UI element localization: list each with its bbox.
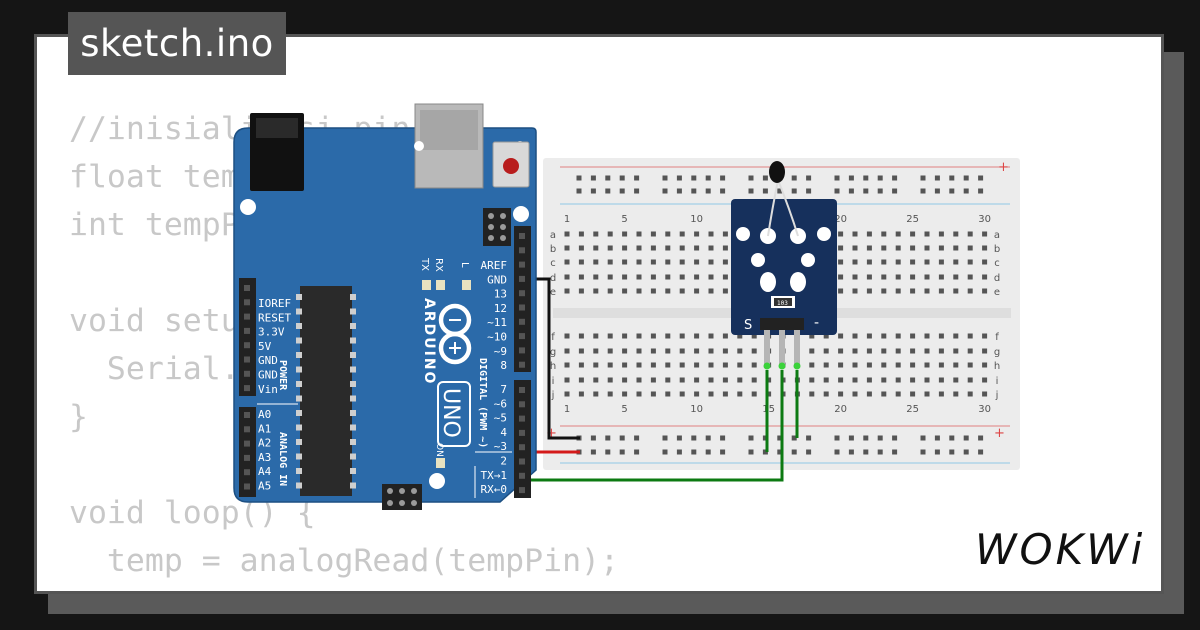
column-number: 30 xyxy=(978,214,991,225)
power-pin-label: GND xyxy=(258,354,278,367)
power-pin-label: Vin xyxy=(258,383,278,396)
digital-pin-label: 7 xyxy=(500,383,507,396)
row-letter: f xyxy=(995,332,999,343)
digital-pin-label: 13 xyxy=(494,288,507,301)
digital-section-label: DIGITAL (PWM ~) xyxy=(477,358,488,448)
digital-pin-label: GND xyxy=(487,273,507,286)
led-rx-label: RX xyxy=(433,258,444,272)
power-section-label: POWER xyxy=(277,360,288,391)
digital-pin-label: ~11 xyxy=(487,316,507,329)
row-letter: d xyxy=(550,273,556,284)
column-number: 15 xyxy=(762,404,775,415)
analog-pin-label: A4 xyxy=(258,465,272,478)
row-letter: j xyxy=(995,390,999,401)
digital-pin-label: RX←0 xyxy=(481,483,508,496)
power-pin-label: 5V xyxy=(258,340,272,353)
file-tab[interactable]: sketch.ino xyxy=(68,12,286,75)
row-letter: i xyxy=(552,376,555,387)
analog-pin-label: A1 xyxy=(258,422,271,435)
analog-pin-label: A2 xyxy=(258,437,271,450)
row-letter: f xyxy=(551,332,555,343)
power-pin-label: IOREF xyxy=(258,297,291,310)
row-letter: e xyxy=(994,287,1000,298)
column-number: 10 xyxy=(690,404,703,415)
row-letter: h xyxy=(994,361,1000,372)
breadboard-labels: 115510101515202025253030aabbccddeeffgghh… xyxy=(550,214,1000,415)
row-letter: j xyxy=(551,390,555,401)
code-line: Serial. xyxy=(69,351,240,387)
digital-pin-label: ~10 xyxy=(487,331,507,344)
digital-pin-label: ~5 xyxy=(494,412,507,425)
analog-pin-label: A3 xyxy=(258,451,271,464)
digital-pin-label: ~3 xyxy=(494,440,507,453)
digital-pin-label: AREF xyxy=(481,259,508,272)
sensor-pin-s-label: S xyxy=(744,318,752,333)
file-tab-label: sketch.ino xyxy=(80,22,274,65)
row-letter: a xyxy=(550,230,556,241)
arduino-brand: ARDUINO xyxy=(421,298,437,385)
column-number: 20 xyxy=(834,404,847,415)
row-letter: b xyxy=(994,244,1000,255)
column-number: 20 xyxy=(834,214,847,225)
row-letter: g xyxy=(994,347,1000,358)
led-tx-label: TX xyxy=(419,257,430,271)
digital-pin-label: TX→1 xyxy=(481,469,508,482)
row-letter: g xyxy=(550,347,556,358)
analog-section-label: ANALOG IN xyxy=(277,432,288,486)
sensor-pin-minus-label: - xyxy=(814,315,819,331)
column-number: 1 xyxy=(564,404,570,415)
temperature-sensor-module[interactable]: 103 S - xyxy=(731,161,837,370)
arduino-uno[interactable]: IOREFRESET3.3V5VGNDGNDVinA0A1A2A3A4A5ARE… xyxy=(233,103,537,510)
row-letter: e xyxy=(550,287,556,298)
digital-pin-label: 12 xyxy=(494,302,507,315)
led-l-label: L xyxy=(459,262,470,268)
row-letter: d xyxy=(994,273,1000,284)
sensor-chip-label: 103 xyxy=(777,300,788,307)
digital-pin-label: 2 xyxy=(500,455,507,468)
row-letter: c xyxy=(550,258,556,269)
power-pin-label: 3.3V xyxy=(258,326,285,339)
column-number: 5 xyxy=(621,214,627,225)
code-line: temp = analogRead(tempPin); xyxy=(69,543,619,579)
digital-pin-label: 4 xyxy=(500,426,507,439)
row-letter: a xyxy=(994,230,1000,241)
power-pin-label: GND xyxy=(258,369,278,382)
column-number: 5 xyxy=(621,404,627,415)
code-line: } xyxy=(69,399,88,435)
digital-pin-label: 8 xyxy=(500,359,507,372)
rail-plus-top: + xyxy=(998,160,1009,175)
row-letter: h xyxy=(550,361,556,372)
row-letter: b xyxy=(550,244,556,255)
led-on-label: ON xyxy=(434,443,444,457)
column-number: 1 xyxy=(564,214,570,225)
row-letter: c xyxy=(994,258,1000,269)
column-number: 25 xyxy=(906,214,919,225)
wokwi-logo: WOKWi xyxy=(975,525,1146,574)
arduino-infinity-logo xyxy=(438,303,472,365)
column-number: 10 xyxy=(690,214,703,225)
code-line: float temp xyxy=(69,159,259,195)
digital-pin-label: ~6 xyxy=(494,397,507,410)
analog-pin-label: A0 xyxy=(258,408,271,421)
row-letter: i xyxy=(996,376,999,387)
analog-pin-label: A5 xyxy=(258,480,271,493)
power-pin-label: RESET xyxy=(258,311,291,324)
arduino-model: UNO xyxy=(438,388,463,438)
digital-pin-label: ~9 xyxy=(494,345,507,358)
column-number: 25 xyxy=(906,404,919,415)
rail-plus-right: + xyxy=(994,426,1005,441)
rail-plus-left: + xyxy=(546,426,557,441)
column-number: 30 xyxy=(978,404,991,415)
